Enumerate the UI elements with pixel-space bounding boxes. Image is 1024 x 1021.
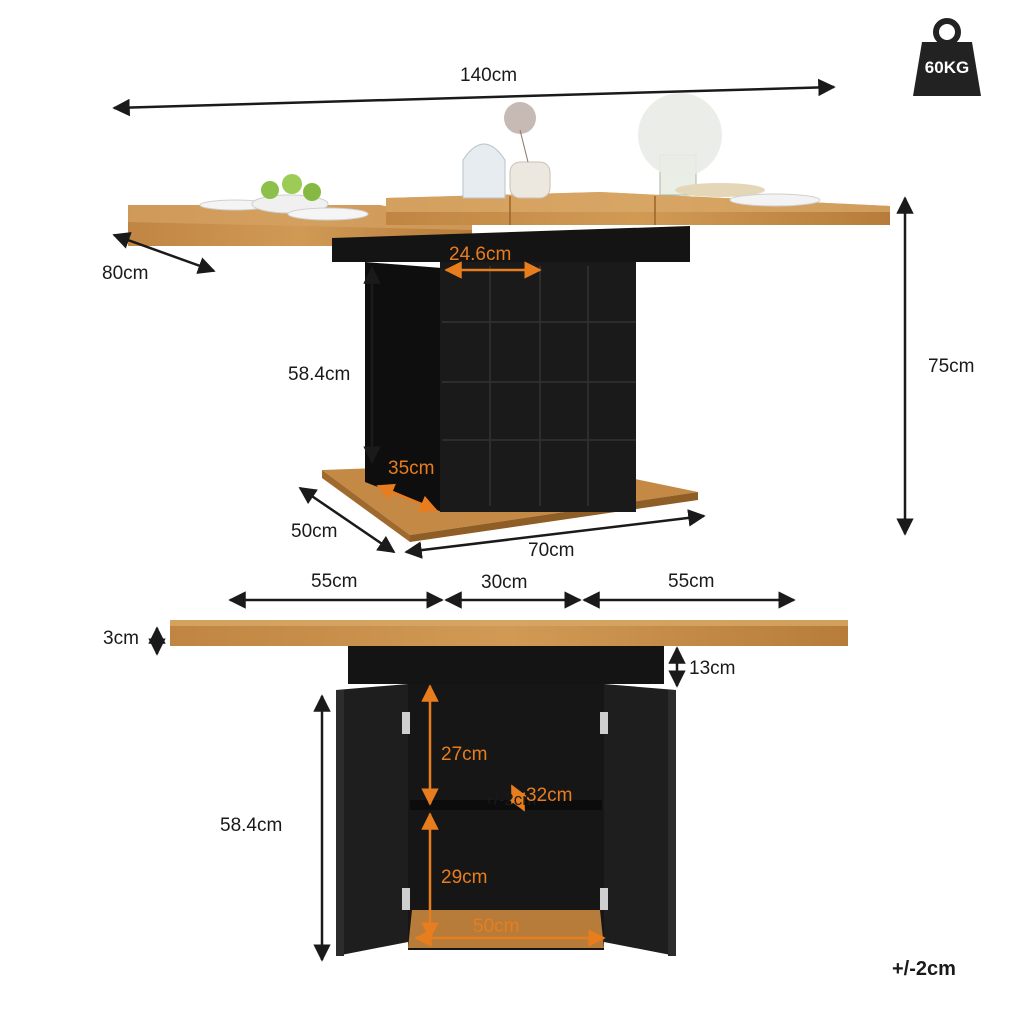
center-leaf-label: 30cm (481, 572, 528, 593)
pedestal-depth-dimension-line (376, 483, 438, 513)
base-width-label: 70cm (528, 540, 575, 561)
shelf-depth-dimension-line (509, 784, 527, 812)
cabinet-front-illustration (170, 620, 848, 956)
pedestal-width-label: 24.6cm (449, 244, 512, 265)
height-label: 75cm (928, 356, 975, 377)
weight-icon (913, 18, 981, 96)
top-thickness-label: 3cm (103, 628, 139, 649)
left-leaf-label: 55cm (311, 571, 358, 592)
depth-label: 80cm (102, 263, 149, 284)
right-leaf-label: 55cm (668, 571, 715, 592)
apron-height-label: 13cm (689, 658, 736, 679)
depth-dimension-line (112, 232, 216, 274)
weight-capacity-label: 60KG (924, 58, 970, 77)
upper-shelf-label: 27cm (441, 744, 488, 765)
shelf-tolerance-label: +/-2cm (484, 790, 537, 809)
lower-shelf-label: 29cm (441, 867, 488, 888)
inner-width-label: 50cm (473, 916, 520, 937)
tolerance-note: +/-2cm (892, 958, 956, 980)
pedestal-depth-label: 35cm (388, 458, 435, 479)
width-extended-label: 140cm (460, 65, 518, 86)
shelf-depth-label: 32cm (526, 785, 573, 806)
base-depth-dimension-line (298, 486, 396, 554)
base-width-dimension-line (404, 509, 706, 559)
extended-table-illustration (128, 93, 890, 542)
width-extended-dimension-line (112, 78, 836, 117)
cabinet-height-label: 58.4cm (220, 815, 283, 836)
base-depth-label: 50cm (291, 521, 338, 542)
pedestal-height-label: 58.4cm (288, 364, 351, 385)
